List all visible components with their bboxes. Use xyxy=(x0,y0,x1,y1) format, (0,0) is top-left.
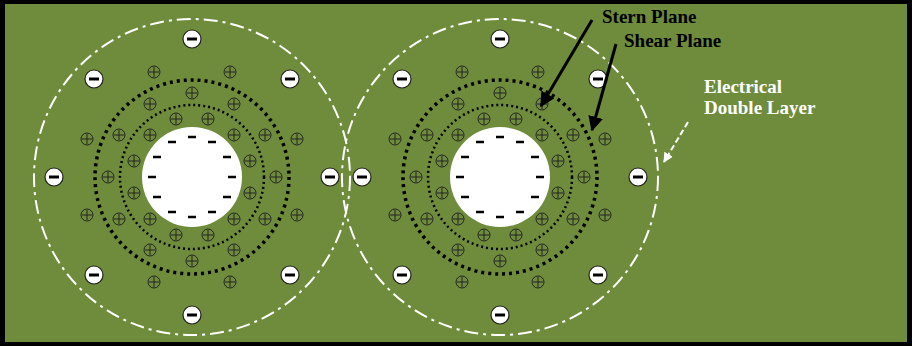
leader-arrow xyxy=(664,122,688,162)
particle-left xyxy=(34,19,350,335)
plane-label: Electrical Double Layer xyxy=(704,76,834,118)
plane-label: Shear Plane xyxy=(624,30,721,51)
leader-arrow xyxy=(592,44,616,130)
leader-arrow xyxy=(541,20,592,106)
particle-right xyxy=(342,19,658,335)
plane-label: Stern Plane xyxy=(602,6,696,27)
